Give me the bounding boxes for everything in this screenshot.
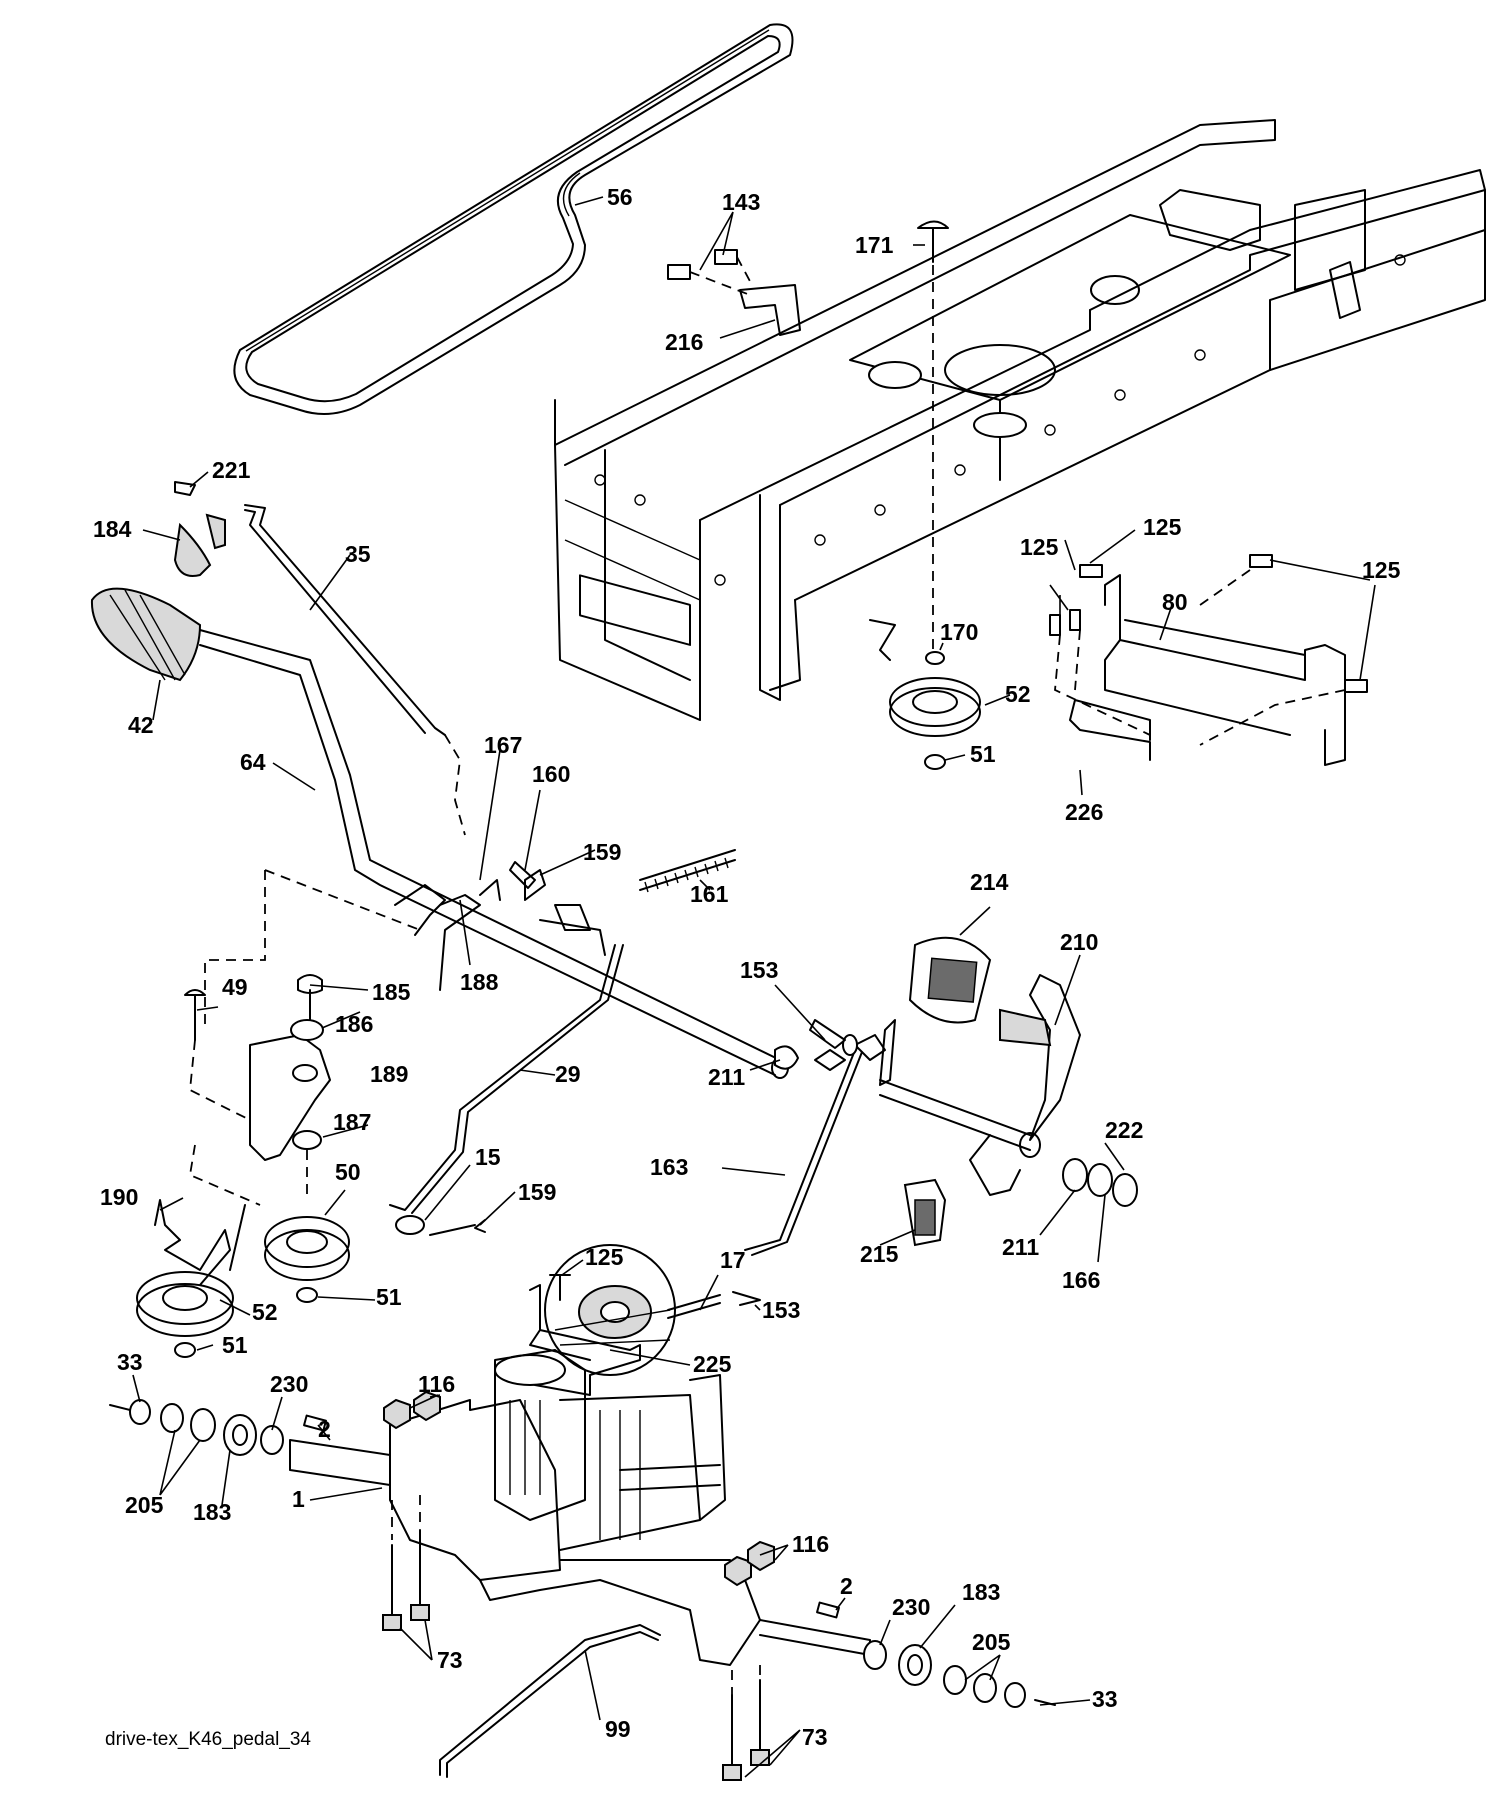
axle-hardware-right — [816, 1601, 1056, 1708]
transaxle — [289, 1244, 871, 1666]
cap-184 — [173, 513, 226, 577]
callout-33: 33 — [117, 1349, 143, 1375]
callout-35: 35 — [345, 541, 371, 567]
callout-116: 116 — [418, 1371, 455, 1397]
callout-211: 211 — [708, 1064, 745, 1090]
callout-49: 49 — [222, 974, 248, 1000]
callout-183: 183 — [962, 1579, 1000, 1605]
callout-17: 17 — [720, 1247, 746, 1273]
lever-35 — [244, 504, 466, 836]
callout-187: 187 — [333, 1109, 371, 1135]
bolt-171 — [917, 220, 949, 650]
callout-225: 225 — [693, 1351, 732, 1377]
callout-50: 50 — [335, 1159, 361, 1185]
callout-167: 167 — [484, 732, 522, 758]
washer-15-and-pins — [395, 861, 536, 1236]
callout-73: 73 — [437, 1647, 463, 1673]
axle-hardware-left — [109, 1399, 327, 1456]
plate-189 — [184, 869, 421, 1206]
callout-2: 2 — [318, 1416, 331, 1442]
callout-216: 216 — [665, 329, 703, 355]
chassis-frame — [554, 119, 1486, 721]
callout-51: 51 — [376, 1284, 402, 1310]
callout-64: 64 — [240, 749, 266, 775]
pedal-assembly — [774, 936, 1138, 1247]
callout-51: 51 — [222, 1332, 248, 1358]
callout-211: 211 — [1002, 1234, 1039, 1260]
callout-56: 56 — [607, 184, 633, 210]
callout-160: 160 — [532, 761, 570, 787]
callout-143: 143 — [722, 189, 760, 215]
part-labels: 56 143 171 216 221 184 35 42 64 167 160 … — [93, 184, 1401, 1750]
bracket-80 — [1049, 554, 1368, 766]
callout-183: 183 — [193, 1499, 231, 1525]
callout-99: 99 — [605, 1716, 631, 1742]
callout-125: 125 — [585, 1244, 624, 1270]
bolts-73 — [382, 1495, 770, 1781]
callout-166: 166 — [1062, 1267, 1100, 1293]
callout-221: 221 — [212, 457, 251, 483]
callout-73: 73 — [802, 1724, 828, 1750]
knob-42 — [90, 587, 202, 682]
callout-116: 116 — [792, 1531, 829, 1557]
callout-210: 210 — [1060, 929, 1098, 955]
callout-189: 189 — [370, 1061, 408, 1087]
diagram-caption: drive-tex_K46_pedal_34 — [105, 1729, 311, 1750]
callout-163: 163 — [650, 1154, 688, 1180]
callout-29: 29 — [555, 1061, 581, 1087]
drive-belt — [233, 23, 794, 415]
callout-184: 184 — [93, 516, 132, 542]
callout-185: 185 — [372, 979, 411, 1005]
rod-163 — [667, 1019, 863, 1319]
callout-159: 159 — [518, 1179, 556, 1205]
callout-1: 1 — [292, 1486, 305, 1512]
leader-lines — [132, 196, 1376, 1778]
callout-52: 52 — [1005, 681, 1031, 707]
callout-161: 161 — [690, 881, 729, 907]
callout-170: 170 — [940, 619, 978, 645]
idler-pulley-52 — [869, 619, 981, 770]
callout-125: 125 — [1362, 557, 1401, 583]
linkage-parts — [394, 869, 606, 991]
callout-205: 205 — [972, 1629, 1011, 1655]
callout-15: 15 — [475, 1144, 501, 1170]
callout-222: 222 — [1105, 1117, 1143, 1143]
callout-190: 190 — [100, 1184, 138, 1210]
bracket-225 — [529, 1274, 641, 1396]
pulley-52b — [136, 1271, 234, 1358]
callout-80: 80 — [1162, 589, 1188, 615]
callout-125: 125 — [1020, 534, 1059, 560]
rod-99 — [439, 1624, 661, 1778]
callout-153: 153 — [740, 957, 778, 983]
callout-42: 42 — [128, 712, 154, 738]
callout-52: 52 — [252, 1299, 278, 1325]
bracket-216 — [667, 249, 801, 336]
callout-186: 186 — [335, 1011, 373, 1037]
callout-2: 2 — [840, 1573, 853, 1599]
callout-125: 125 — [1143, 514, 1182, 540]
nuts-116 — [383, 1390, 775, 1587]
callout-214: 214 — [970, 869, 1009, 895]
callout-205: 205 — [125, 1492, 164, 1518]
callout-153: 153 — [762, 1297, 800, 1323]
spring-161 — [639, 849, 736, 893]
pulley-50 — [264, 1150, 350, 1303]
callout-51: 51 — [970, 741, 996, 767]
callout-33: 33 — [1092, 1686, 1118, 1712]
callout-171: 171 — [855, 232, 894, 258]
rod-29 — [389, 944, 624, 1214]
callout-230: 230 — [270, 1371, 308, 1397]
callout-188: 188 — [460, 969, 499, 995]
callout-226: 226 — [1065, 799, 1103, 825]
callout-159: 159 — [583, 839, 621, 865]
clip-221 — [174, 481, 196, 496]
callout-215: 215 — [860, 1241, 899, 1267]
callout-230: 230 — [892, 1594, 930, 1620]
